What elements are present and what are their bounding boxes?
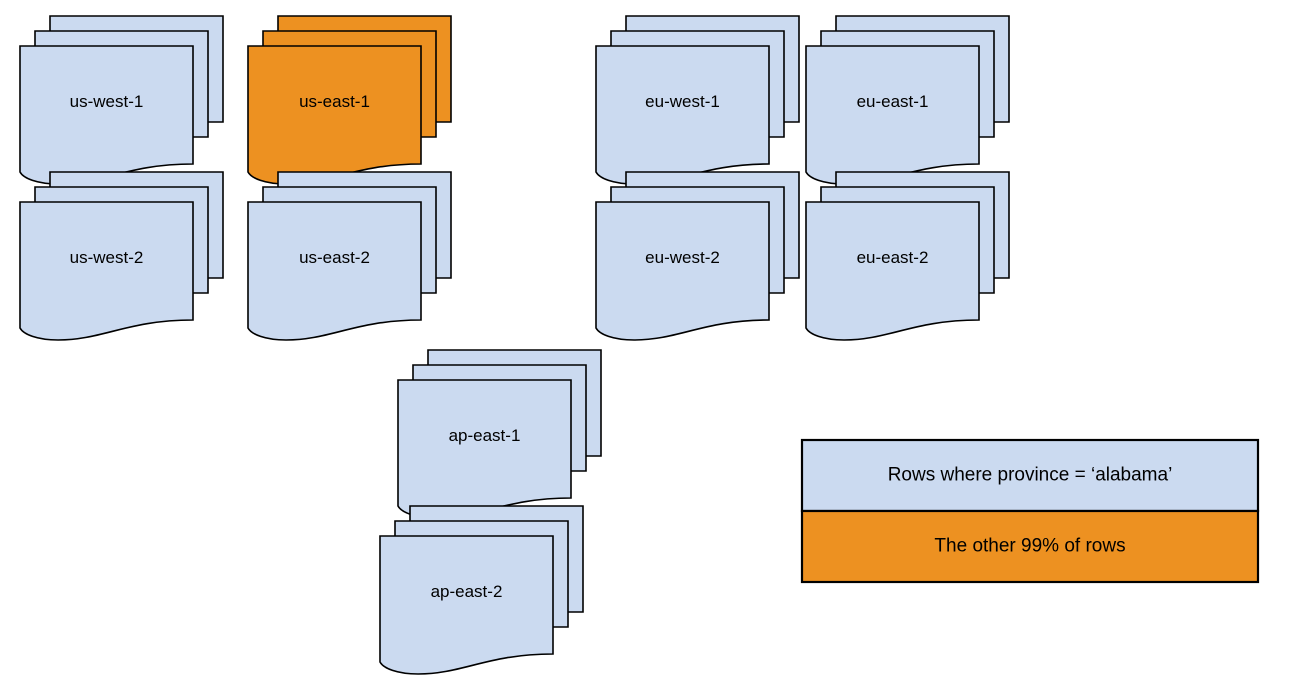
- stack-front-sheet: [595, 45, 770, 185]
- legend-swatch: [800, 509, 1260, 584]
- region-stack-eu-east-1[interactable]: eu-east-1: [805, 15, 1010, 185]
- legend-item-legend-blue: Rows where province = ‘alabama’: [800, 438, 1260, 513]
- region-stack-us-east-1[interactable]: us-east-1: [247, 15, 452, 185]
- region-stack-eu-west-1[interactable]: eu-west-1: [595, 15, 800, 185]
- region-stack-label: us-east-2: [299, 248, 370, 267]
- stack-front-sheet: [805, 45, 980, 185]
- region-stack-label: eu-east-1: [857, 92, 929, 111]
- region-stack-label: us-east-1: [299, 92, 370, 111]
- region-stack-label: us-west-2: [70, 248, 144, 267]
- legend-item-legend-orange: The other 99% of rows: [800, 509, 1260, 584]
- region-stack-eu-west-2[interactable]: eu-west-2: [595, 171, 800, 341]
- region-stack-ap-east-1[interactable]: ap-east-1: [397, 349, 602, 519]
- region-stack-us-east-2[interactable]: us-east-2: [247, 171, 452, 341]
- region-stack-ap-east-2[interactable]: ap-east-2: [379, 505, 584, 675]
- stack-front-sheet: [19, 45, 194, 185]
- stack-front-sheet: [397, 379, 572, 519]
- region-stack-label: eu-west-2: [645, 248, 720, 267]
- region-stack-label: eu-east-2: [857, 248, 929, 267]
- legend-group: Rows where province = ‘alabama’ The other…: [800, 438, 1260, 584]
- region-stack-eu-east-2[interactable]: eu-east-2: [805, 171, 1010, 341]
- stack-front-sheet: [247, 201, 422, 341]
- stack-front-sheet: [19, 201, 194, 341]
- legend-swatch: [800, 438, 1260, 513]
- legend-label: The other 99% of rows: [934, 536, 1125, 557]
- stack-front-sheet: [247, 45, 422, 185]
- region-stack-us-west-2[interactable]: us-west-2: [19, 171, 224, 341]
- stack-front-sheet: [595, 201, 770, 341]
- stack-front-sheet: [805, 201, 980, 341]
- stack-front-sheet: [379, 535, 554, 675]
- region-stack-label: us-west-1: [70, 92, 144, 111]
- region-stack-label: eu-west-1: [645, 92, 720, 111]
- region-stacks-group: us-west-1 us-east-1 eu-west-1 eu-east-1 us-w…: [19, 15, 1010, 675]
- legend-label: Rows where province = ‘alabama’: [888, 465, 1173, 486]
- region-stack-label: ap-east-1: [449, 426, 521, 445]
- region-stack-us-west-1[interactable]: us-west-1: [19, 15, 224, 185]
- region-stack-label: ap-east-2: [431, 582, 503, 601]
